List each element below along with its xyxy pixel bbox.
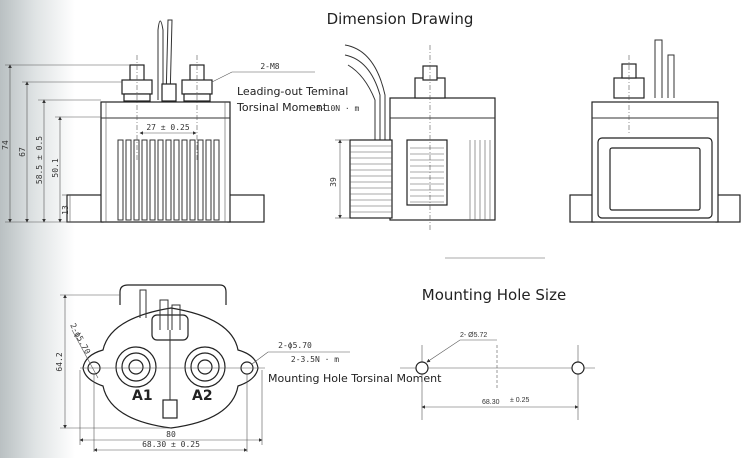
terminal-torque-value: 8-10N · m xyxy=(316,104,360,113)
fin xyxy=(205,139,212,221)
side-wires xyxy=(344,44,386,140)
torsinal-moment-label: Torsinal Moment xyxy=(236,101,328,114)
hole-label-left: 2-ϕ5.70 xyxy=(68,322,92,356)
height-dimensions: 74 67 58.5 ± 0.5 50.1 13 xyxy=(1,64,130,223)
fin xyxy=(141,139,148,221)
terminal-spacing-dim: 27 ± 0.25 xyxy=(146,123,190,132)
fin xyxy=(149,139,156,221)
hole-label-right: 2-ϕ5.70 xyxy=(278,341,312,350)
fin xyxy=(181,139,188,221)
height-50-1: 50.1 xyxy=(51,158,60,177)
coil-height-39: 39 xyxy=(329,177,338,187)
fin xyxy=(125,139,132,221)
rear-view xyxy=(569,39,741,223)
hole-left xyxy=(415,361,429,375)
fin xyxy=(117,139,124,221)
label-a1: A1 xyxy=(132,388,153,404)
hole-right xyxy=(571,361,585,375)
bottom-view: A1 A2 64.2 80 68.30 ± 0.25 2-ϕ5.70 2-ϕ5.… xyxy=(55,284,442,452)
base-width-dim: 80 xyxy=(166,430,176,439)
side-view: 39 xyxy=(329,44,496,230)
fin xyxy=(197,139,204,221)
fin xyxy=(189,139,196,221)
terminal-annotation: Leading-out Teminal xyxy=(237,85,348,98)
label-a2: A2 xyxy=(192,388,213,404)
rear-wires xyxy=(654,39,675,98)
cooling-fins xyxy=(117,139,220,221)
base-hole-spacing-dim: 68.30 ± 0.25 xyxy=(142,440,200,449)
height-13: 13 xyxy=(61,205,70,215)
fin xyxy=(173,139,180,221)
hole-spacing-value: 68.30 xyxy=(482,399,500,406)
fin xyxy=(213,139,220,221)
fin xyxy=(165,139,172,221)
hole-diameter-label: 2- Ø5.72 xyxy=(460,332,487,339)
coil xyxy=(349,139,393,219)
thread-label: 2-M8 xyxy=(260,62,279,71)
rear-window xyxy=(609,147,701,211)
front-wires xyxy=(157,19,173,101)
title-mounting-hole-size: Mounting Hole Size xyxy=(422,286,566,304)
fin xyxy=(133,139,140,221)
mounting-hole-size: Mounting Hole Size 2- Ø5.72 68.30 ± 0.25 xyxy=(400,286,595,420)
hole-spacing-tolerance: ± 0.25 xyxy=(510,397,530,404)
front-view: 2-M8 Leading-out Teminal Torsinal Moment… xyxy=(1,19,360,223)
left-flange xyxy=(66,194,104,223)
coil-terminal-block xyxy=(161,83,177,102)
height-67: 67 xyxy=(18,147,27,157)
mount-torque-value: 2-3.5N · m xyxy=(291,355,339,364)
right-flange xyxy=(227,194,265,223)
fin xyxy=(157,139,164,221)
base-height-dim: 64.2 xyxy=(55,352,64,371)
mount-torque-annotation: Mounting Hole Torsinal Moment xyxy=(268,372,442,385)
title-dimension-drawing: Dimension Drawing xyxy=(327,10,474,28)
height-58-5: 58.5 ± 0.5 xyxy=(35,136,44,184)
height-74: 74 xyxy=(1,140,10,150)
